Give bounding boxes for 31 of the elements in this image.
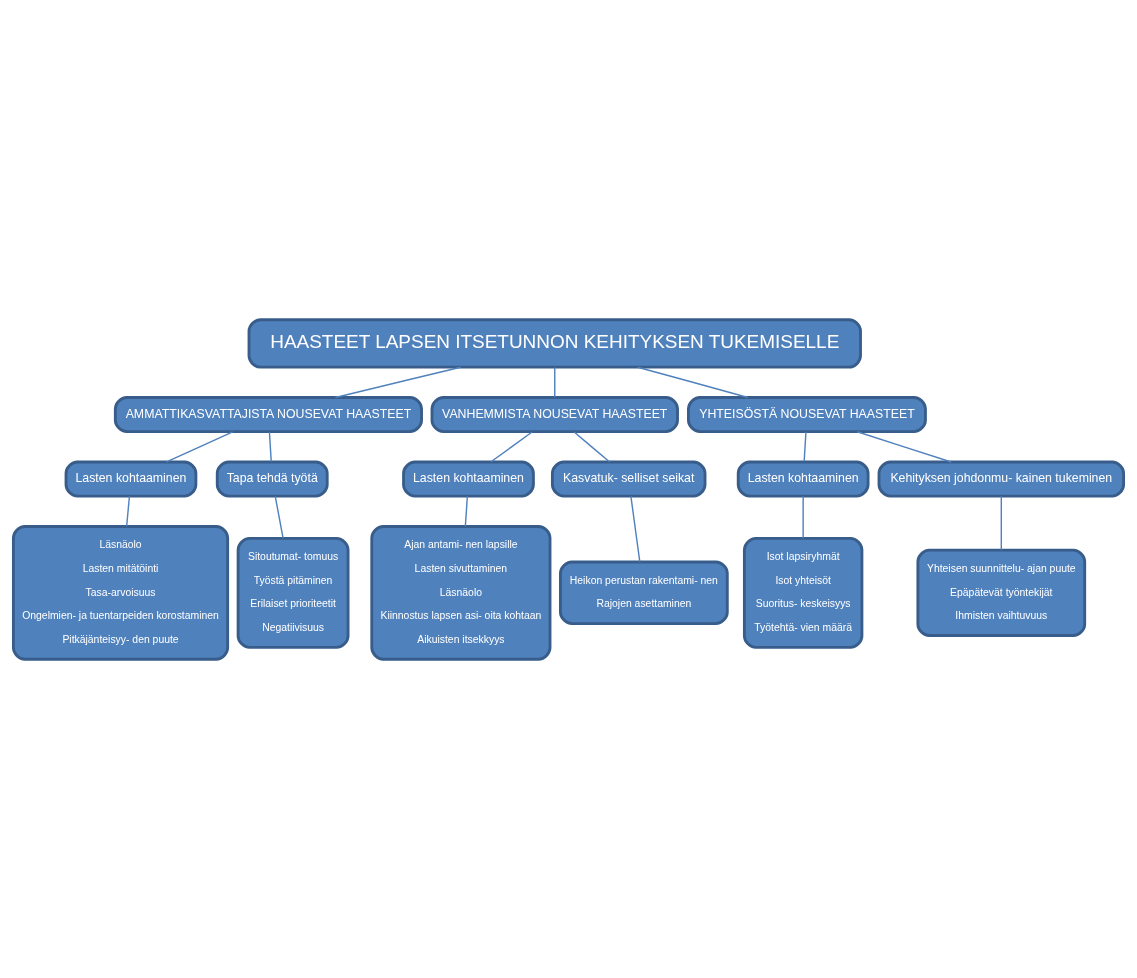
connector xyxy=(490,430,533,462)
node-box: Sitoutumat- tomuus Työstä pitäminen Erilaiset prioriteetit Negatiivisuus xyxy=(236,536,350,649)
node-box: Lasten kohtaaminen xyxy=(736,460,870,498)
node-box: Lasten kohtaaminen xyxy=(402,460,535,498)
node-box: Läsnäolo Lasten mitätöinti Tasa-arvoisuus Ongelmien- ja tuentarpeiden korostaminen Pitkäjänteisyy- den puute xyxy=(11,524,230,661)
connector xyxy=(1000,495,1002,551)
connector xyxy=(573,430,611,462)
connector xyxy=(334,366,462,398)
connector xyxy=(630,495,641,562)
node-box: HAASTEET LAPSEN ITSETUNNON KEHITYKSEN TUKEMISELLE xyxy=(247,317,862,369)
connector xyxy=(165,430,234,463)
connector xyxy=(268,430,272,462)
connector xyxy=(554,366,556,398)
node-box: YHTEISÖSTÄ NOUSEVAT HAASTEET xyxy=(687,395,927,433)
node-box: Yhteisen suunnittelu- ajan puute Epäpätevät työntekijät Ihmisten vaihtuvuus xyxy=(916,548,1087,637)
connector xyxy=(802,495,804,539)
node-box: VANHEMMISTA NOUSEVAT HAASTEET xyxy=(430,395,679,433)
connector xyxy=(636,366,749,398)
connector xyxy=(274,495,284,539)
node-box: Ajan antami- nen lapsille Lasten sivuttaminen Läsnäolo Kiinnostus lapsen asi- oita kohtaan Aikuisten itsekkyys xyxy=(370,524,552,661)
connector xyxy=(464,495,469,527)
node-box: Lasten kohtaaminen xyxy=(64,460,198,498)
node-box: Isot lapsiryhmät Isot yhteisöt Suoritus- keskeisyys Työtehtä- vien määrä xyxy=(742,536,864,649)
connector xyxy=(856,430,952,463)
node-box: AMMATTIKASVATTAJISTA NOUSEVAT HAASTEET xyxy=(113,395,423,433)
node-box: Kasvatuk- selliset seikat xyxy=(550,460,707,498)
connector xyxy=(125,495,131,527)
connector xyxy=(803,430,807,462)
node-box: Heikon perustan rakentami- nen Rajojen asettaminen xyxy=(559,560,729,625)
node-box: Kehityksen johdonmu- kainen tukeminen xyxy=(877,460,1126,498)
node-box: Tapa tehdä työtä xyxy=(215,460,329,498)
